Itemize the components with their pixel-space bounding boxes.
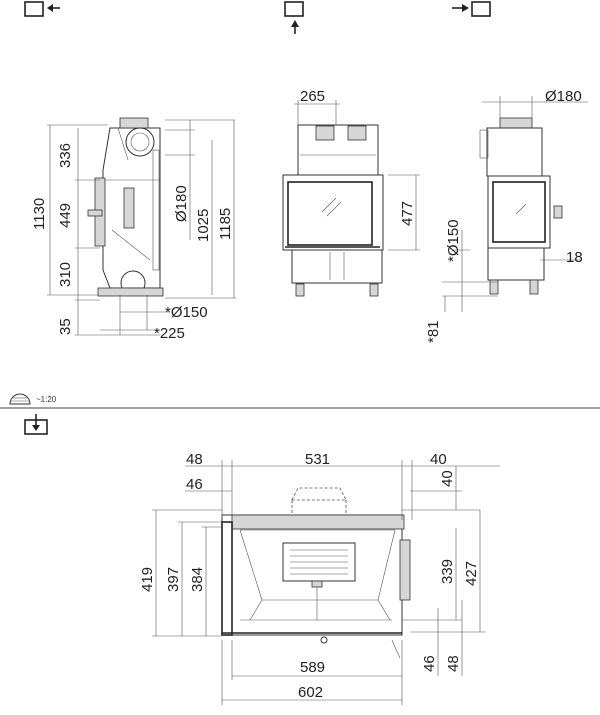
dim-265: 265 xyxy=(300,88,325,105)
view-top-icon xyxy=(24,414,48,435)
dim-46-bottom: 46 xyxy=(421,655,438,672)
dim-35: 35 xyxy=(57,318,74,335)
dim-o180-right: Ø180 xyxy=(545,88,582,105)
scale-label: ~1:20 xyxy=(36,395,57,404)
dim-1185: 1185 xyxy=(217,208,234,240)
dim-225: *225 xyxy=(154,325,185,342)
scale-icon xyxy=(9,393,31,405)
dim-427: 427 xyxy=(463,561,480,586)
dim-1025: 1025 xyxy=(195,209,212,242)
dim-o150: *Ø150 xyxy=(165,304,208,321)
dim-81: *81 xyxy=(425,320,442,343)
dim-48-bottom: 48 xyxy=(445,655,462,672)
view-right-icon xyxy=(452,1,491,17)
front-view-drawing xyxy=(282,100,420,297)
dim-589: 589 xyxy=(300,659,325,676)
dim-384: 384 xyxy=(189,567,206,592)
view-left-icon xyxy=(24,1,60,17)
dim-46-top: 46 xyxy=(186,476,203,493)
dim-18: 18 xyxy=(566,249,583,266)
dim-531: 531 xyxy=(305,451,330,468)
side-view-drawing xyxy=(47,117,236,336)
dim-397: 397 xyxy=(165,567,182,592)
dim-o180: Ø180 xyxy=(173,185,190,222)
dim-o150-right: *Ø150 xyxy=(445,219,462,262)
top-view-drawing xyxy=(152,460,500,705)
dim-40-top: 40 xyxy=(430,451,447,468)
dim-1130: 1130 xyxy=(31,198,48,230)
dim-48-top: 48 xyxy=(186,451,203,468)
dim-310: 310 xyxy=(57,262,74,287)
view-front-icon xyxy=(284,1,304,34)
dim-449: 449 xyxy=(57,203,74,228)
dim-336: 336 xyxy=(57,143,74,168)
dim-602: 602 xyxy=(298,684,323,701)
dim-40-right: 40 xyxy=(439,470,456,487)
dim-419: 419 xyxy=(139,567,156,592)
dim-339: 339 xyxy=(439,559,456,584)
right-view-drawing xyxy=(442,96,588,312)
dim-477: 477 xyxy=(399,201,416,226)
